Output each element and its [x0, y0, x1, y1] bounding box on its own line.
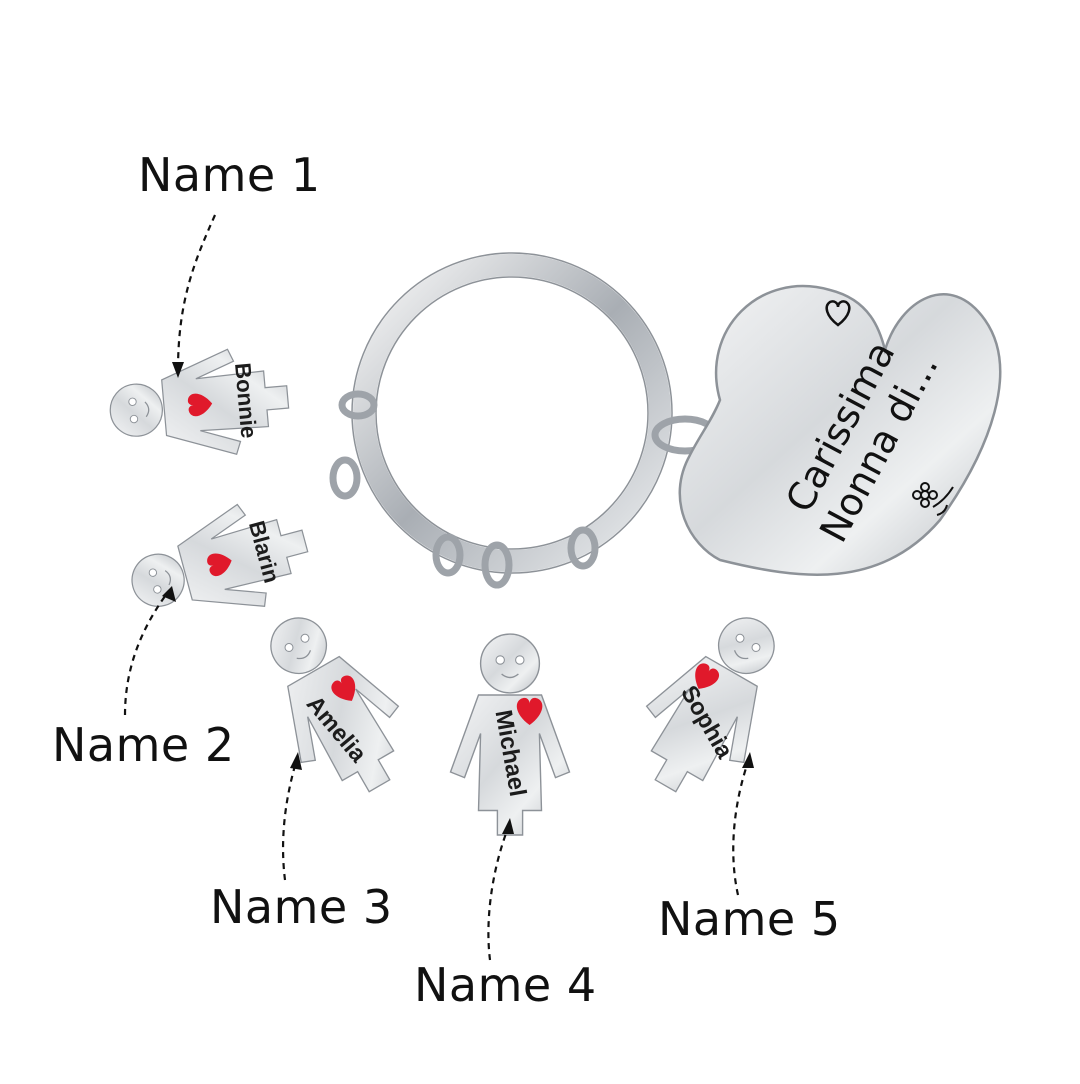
child-charm-1: Bonnie — [105, 343, 293, 466]
child-charm-5: Sophia — [616, 592, 810, 815]
heart-tag: Carissima Nonna di... — [678, 284, 1002, 576]
callout-name-5: Name 5 — [658, 892, 841, 946]
child-charm-4: Michael — [449, 633, 571, 836]
callout-name-3: Name 3 — [210, 880, 393, 934]
callout-name-2: Name 2 — [52, 718, 235, 772]
callout-name-1: Name 1 — [138, 148, 321, 202]
key-ring — [353, 254, 671, 572]
flower-icon — [912, 482, 954, 516]
outline-heart-icon — [825, 300, 851, 327]
callout-name-4: Name 4 — [414, 958, 597, 1012]
child-charm-2: Blarin — [118, 489, 320, 639]
callout-arrows — [123, 214, 750, 961]
arrowheads — [162, 362, 754, 834]
child-charm-3: Amelia — [235, 592, 429, 815]
